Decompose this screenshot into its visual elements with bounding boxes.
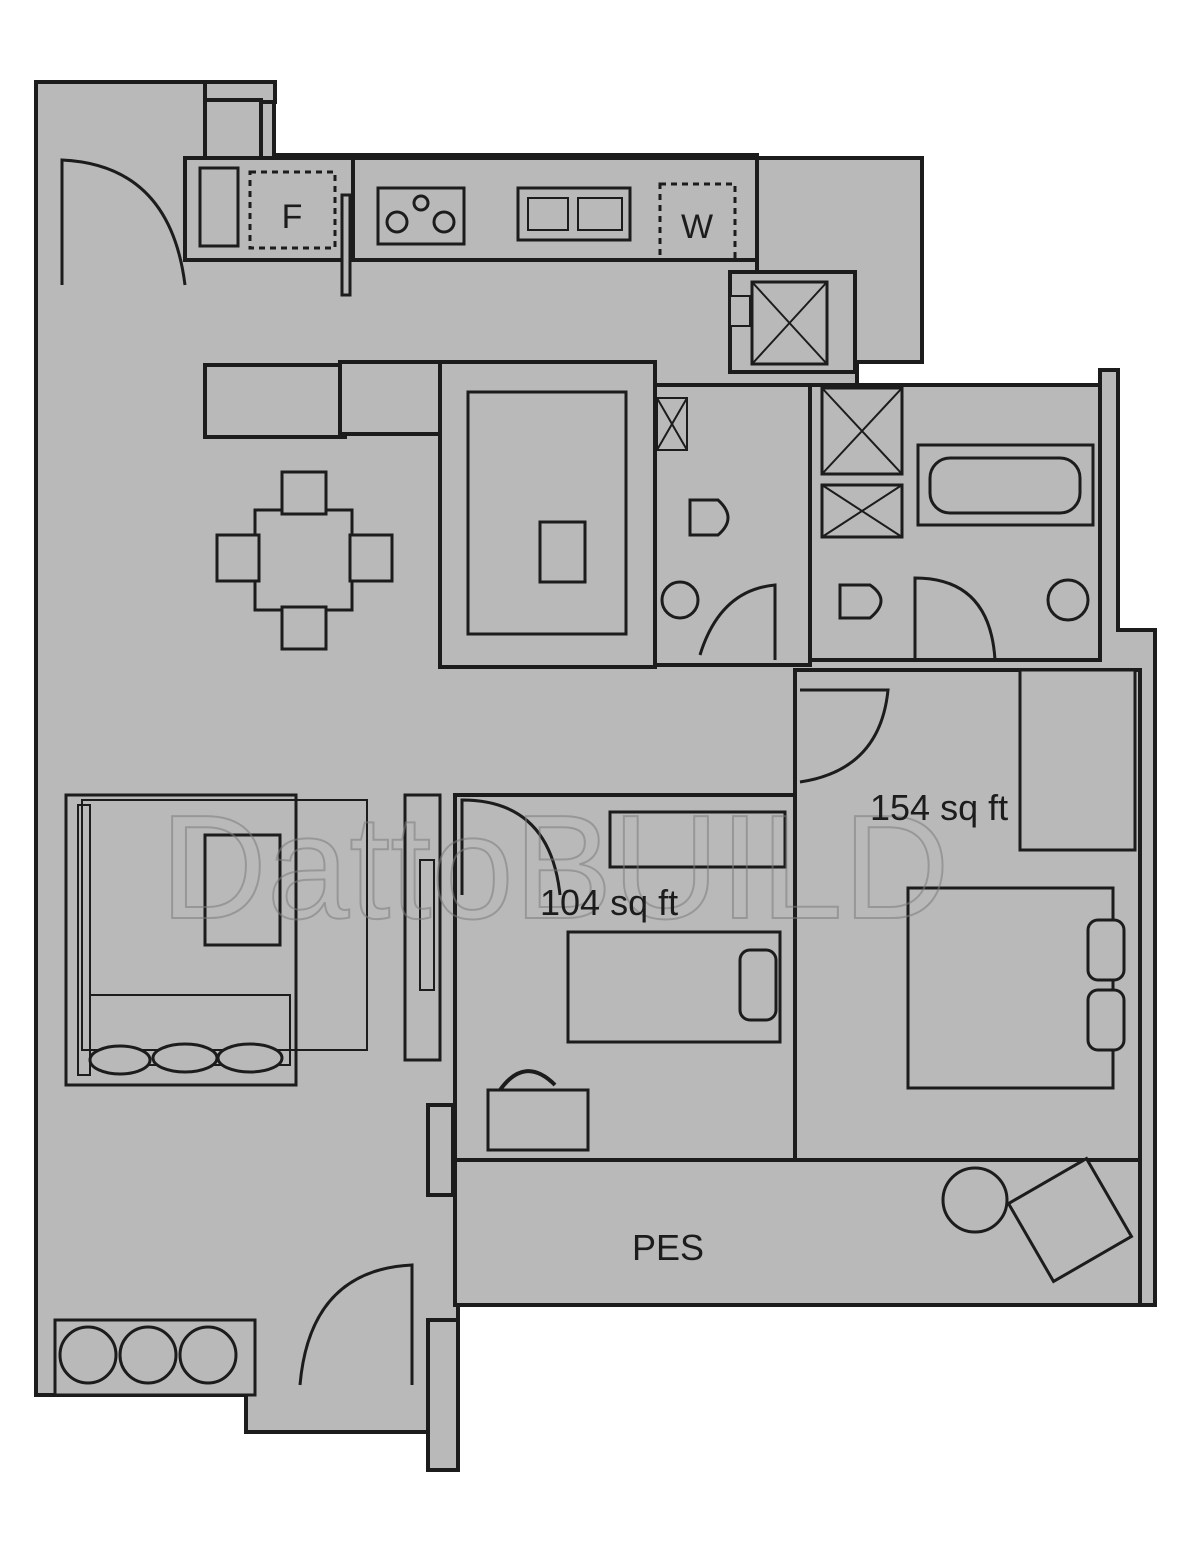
washer-label: W: [681, 208, 713, 246]
washer-slot: [658, 182, 737, 262]
bathtub-inner: [928, 456, 1082, 515]
kitchen-bottom-counter: [203, 363, 347, 439]
chair: [215, 533, 261, 583]
hob-burner: [432, 210, 456, 234]
shower-small-x: [656, 397, 688, 451]
bedroom-2-area: 104 sq ft: [540, 882, 678, 923]
cushion: [216, 1042, 284, 1074]
master-pillow: [1086, 988, 1126, 1052]
sink-drainer: [577, 197, 623, 231]
kitchen-wall-stub: [338, 360, 442, 436]
chair: [280, 605, 328, 651]
core-niche: [538, 520, 587, 584]
tv-screen: [419, 859, 435, 991]
pes-door-swing: [298, 1263, 414, 1386]
lounge-chair: [1006, 1156, 1134, 1284]
plant: [118, 1325, 178, 1385]
main-door-swing: [60, 158, 187, 286]
master-wardrobe: [1018, 668, 1137, 852]
sink-bowl: [527, 197, 569, 231]
toilet: [688, 498, 730, 537]
master-bed: [906, 886, 1115, 1090]
pes-table: [941, 1166, 1009, 1234]
cushion: [151, 1042, 219, 1074]
master-toilet: [838, 583, 883, 620]
pes-label: PES: [632, 1227, 704, 1268]
plant: [178, 1325, 238, 1385]
master-door-swing: [799, 688, 890, 784]
basin: [660, 580, 700, 620]
shaft-knob: [729, 295, 751, 327]
core-inner: [466, 390, 628, 636]
bedroom-2-door-swing: [460, 798, 562, 896]
chair: [348, 533, 394, 583]
fridge-label: F: [282, 198, 303, 236]
entry-closet: [203, 98, 263, 160]
shaft-cross-lines: [751, 281, 828, 365]
master-pillow: [1086, 918, 1126, 982]
side-cabinet: [198, 166, 240, 248]
bed-pillow: [738, 948, 778, 1022]
shower-large-x: [821, 387, 903, 475]
hob-burner: [385, 210, 409, 234]
master-bedroom-area: 154 sq ft: [870, 787, 1008, 828]
hob-burner: [412, 194, 430, 212]
fridge-slot: [248, 170, 337, 250]
wall-stub: [426, 1103, 455, 1197]
coffee-table: [203, 833, 282, 947]
wardrobe: [608, 810, 787, 869]
master-bath-door-swing: [913, 576, 997, 661]
cushion: [88, 1044, 152, 1076]
sofa-back: [77, 804, 91, 1076]
bath-door-swing: [698, 583, 777, 660]
plant: [58, 1325, 118, 1385]
chair: [498, 1069, 557, 1092]
shower-medium-x: [821, 484, 903, 538]
chair: [280, 470, 328, 516]
dining-table: [253, 508, 354, 612]
master-basin: [1046, 578, 1090, 622]
wall-stub: [426, 1318, 460, 1472]
kitchen-sliding-door: [340, 193, 352, 297]
watermark: DattoBUILD: [160, 785, 950, 950]
study-desk: [486, 1088, 590, 1152]
